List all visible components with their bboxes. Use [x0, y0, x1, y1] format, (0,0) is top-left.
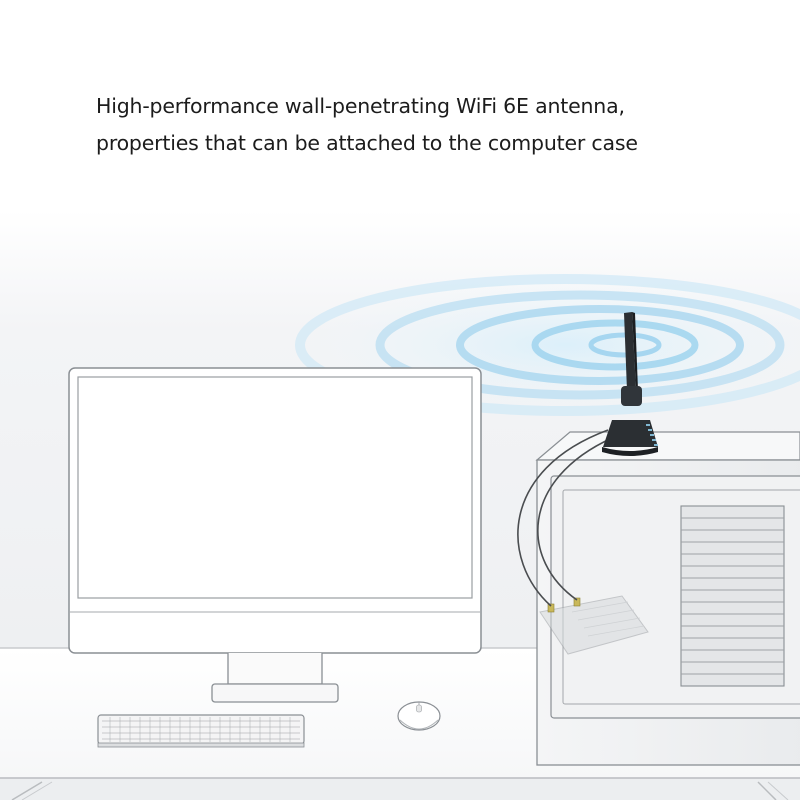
wifi-antenna	[602, 312, 658, 456]
wifi-pcie-card	[539, 595, 649, 655]
caption-line-1: High-performance wall-penetrating WiFi 6…	[96, 94, 625, 118]
keyboard	[97, 714, 305, 748]
antenna-connector	[547, 597, 581, 613]
antenna-cable	[517, 429, 613, 607]
monitor	[68, 367, 482, 703]
caption-line-2: properties that can be attached to the c…	[96, 131, 638, 155]
product-caption: High-performance wall-penetrating WiFi 6…	[96, 88, 736, 162]
mouse	[397, 701, 441, 731]
